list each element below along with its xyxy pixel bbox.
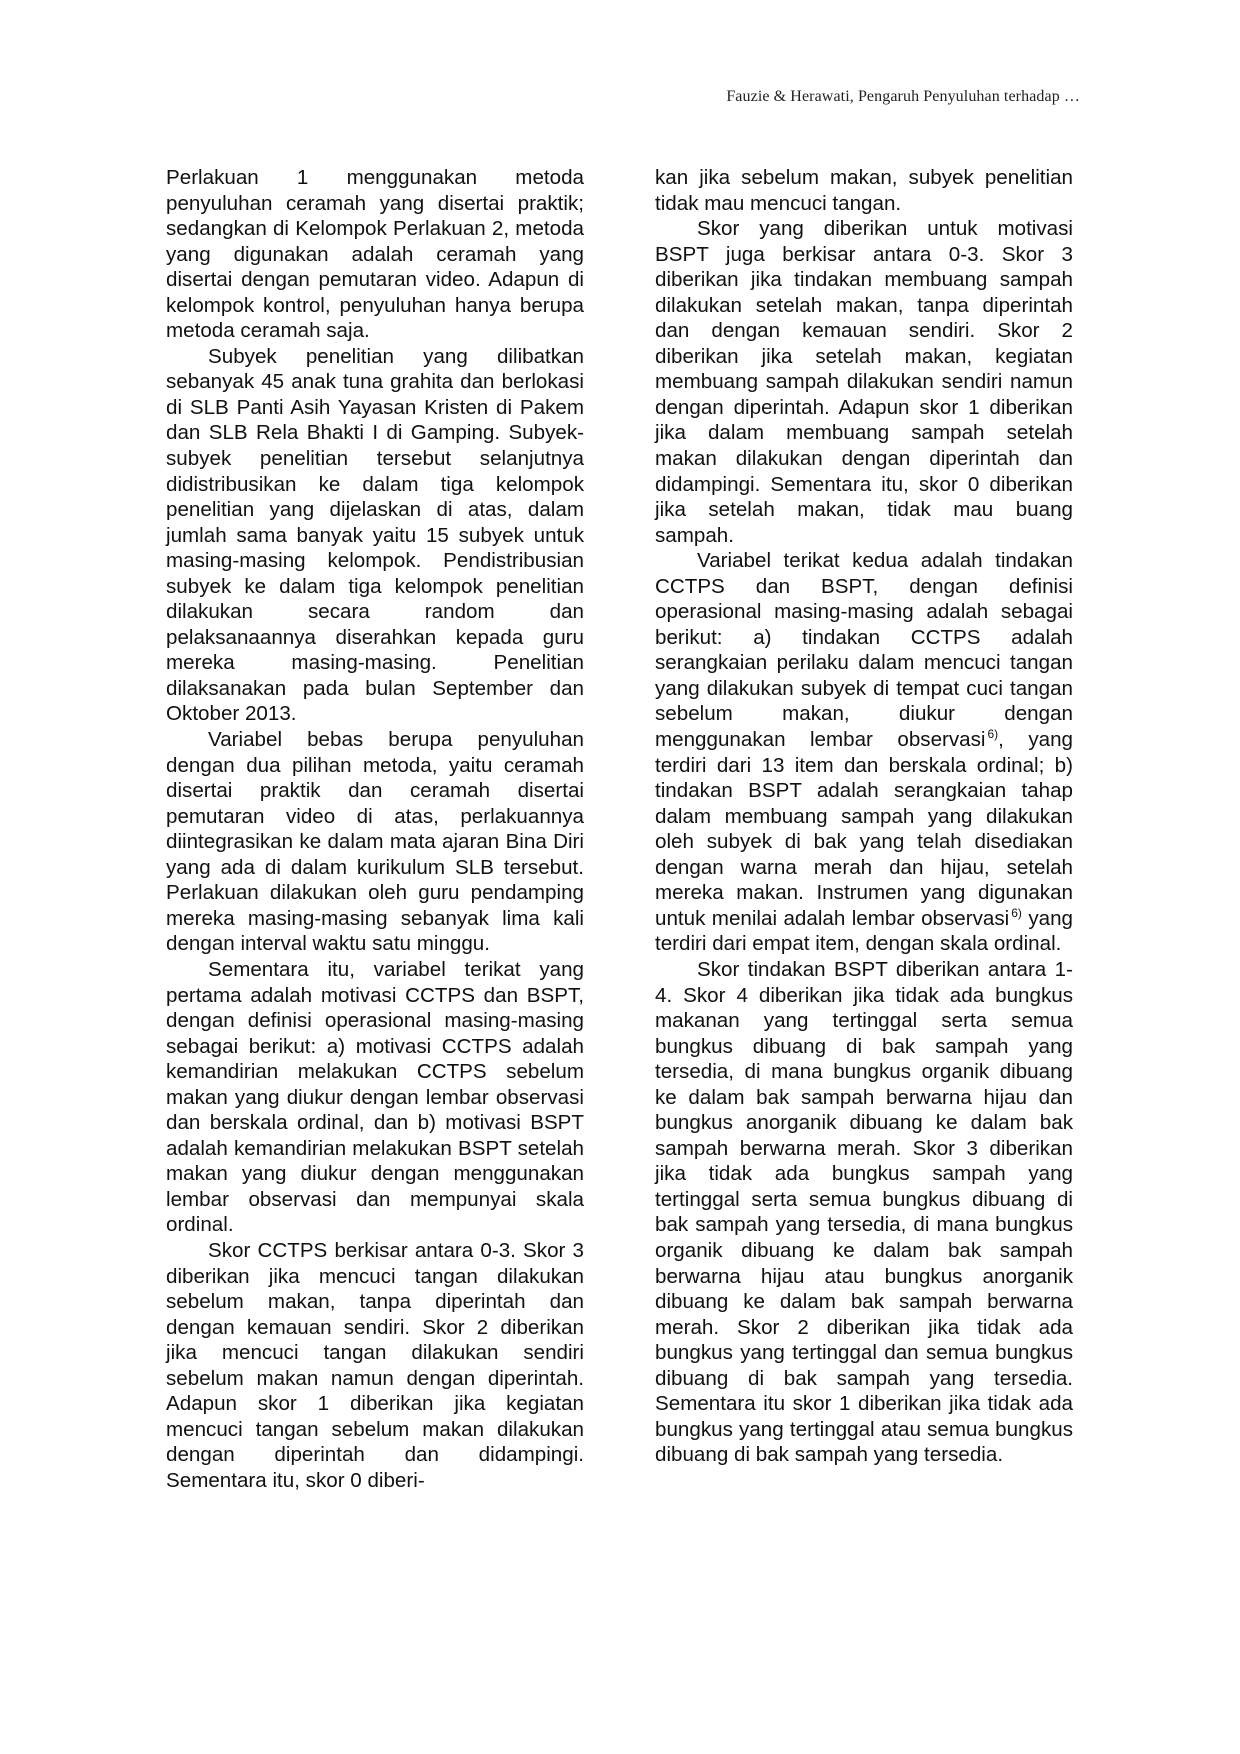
paragraph-bspt-motivation-score: Skor yang diberikan untuk motivasi BSPT … (655, 217, 1073, 547)
paragraph-method-description: Perlakuan 1 menggunakan metoda penyuluha… (166, 166, 584, 343)
paragraph-cctps-score: Skor CCTPS berkisar antara 0-3. Skor 3 d… (166, 1238, 584, 1492)
action-definition-part-2: , yang terdiri dari 13 item dan berskala… (655, 728, 1073, 930)
citation-marker: 6) (987, 727, 999, 742)
paragraph-dependent-variable-action: Variabel terikat kedua adalah tindakan C… (655, 548, 1073, 957)
paragraph-cctps-score-continued: kan jika sebelum makan, subyek penelitia… (655, 166, 1073, 215)
paragraph-dependent-variable-motivation: Sementara itu, variabel terikat yang per… (166, 957, 584, 1237)
paragraph-subjects: Subyek penelitian yang dilibatkan sebany… (166, 344, 584, 726)
action-definition-part-1: Variabel terikat kedua adalah tindakan C… (655, 549, 1073, 752)
left-column: Perlakuan 1 menggunakan metoda penyuluha… (166, 165, 584, 1493)
citation-marker: 6) (1011, 905, 1022, 920)
running-head: Fauzie & Herawati, Pengaruh Penyuluhan t… (726, 88, 1080, 105)
action-definition-part-3: yang terdiri dari empat item, dengan ska… (655, 906, 1073, 956)
paragraph-bspt-action-score: Skor tindakan BSPT diberikan antara 1-4.… (655, 957, 1073, 1467)
right-column: kan jika sebelum makan, subyek penelitia… (655, 165, 1073, 1468)
paragraph-independent-variable: Variabel bebas berupa penyuluhan dengan … (166, 728, 584, 956)
